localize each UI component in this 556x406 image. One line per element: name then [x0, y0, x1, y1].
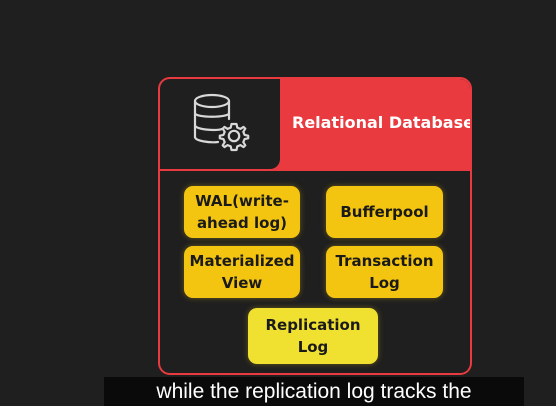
transaction-log-label-line1: Transaction	[335, 252, 434, 270]
bufferpool-label: Bufferpool	[340, 203, 429, 221]
wal-label-line2: ahead log)	[196, 214, 288, 232]
wal-component: WAL(write- ahead log)	[184, 186, 300, 238]
materialized-view-component: Materialized View	[184, 246, 300, 298]
replication-log-label-line2: Log	[297, 338, 329, 356]
database-gear-icon	[193, 93, 250, 152]
transaction-log-component: Transaction Log	[326, 246, 443, 298]
materialized-view-label-line1: Materialized	[189, 252, 295, 270]
replication-log-label-line1: Replication	[265, 316, 361, 334]
materialized-view-label-line2: View	[221, 274, 263, 292]
database-title: Relational Database	[292, 113, 472, 132]
bufferpool-component: Bufferpool	[326, 186, 443, 238]
transaction-log-label-line2: Log	[369, 274, 400, 292]
database-icon-box	[160, 79, 282, 171]
video-subtitle-caption: while the replication log tracks the	[104, 377, 524, 406]
wal-label-line1: WAL(write-	[195, 192, 289, 210]
replication-log-component: Replication Log	[248, 308, 378, 364]
